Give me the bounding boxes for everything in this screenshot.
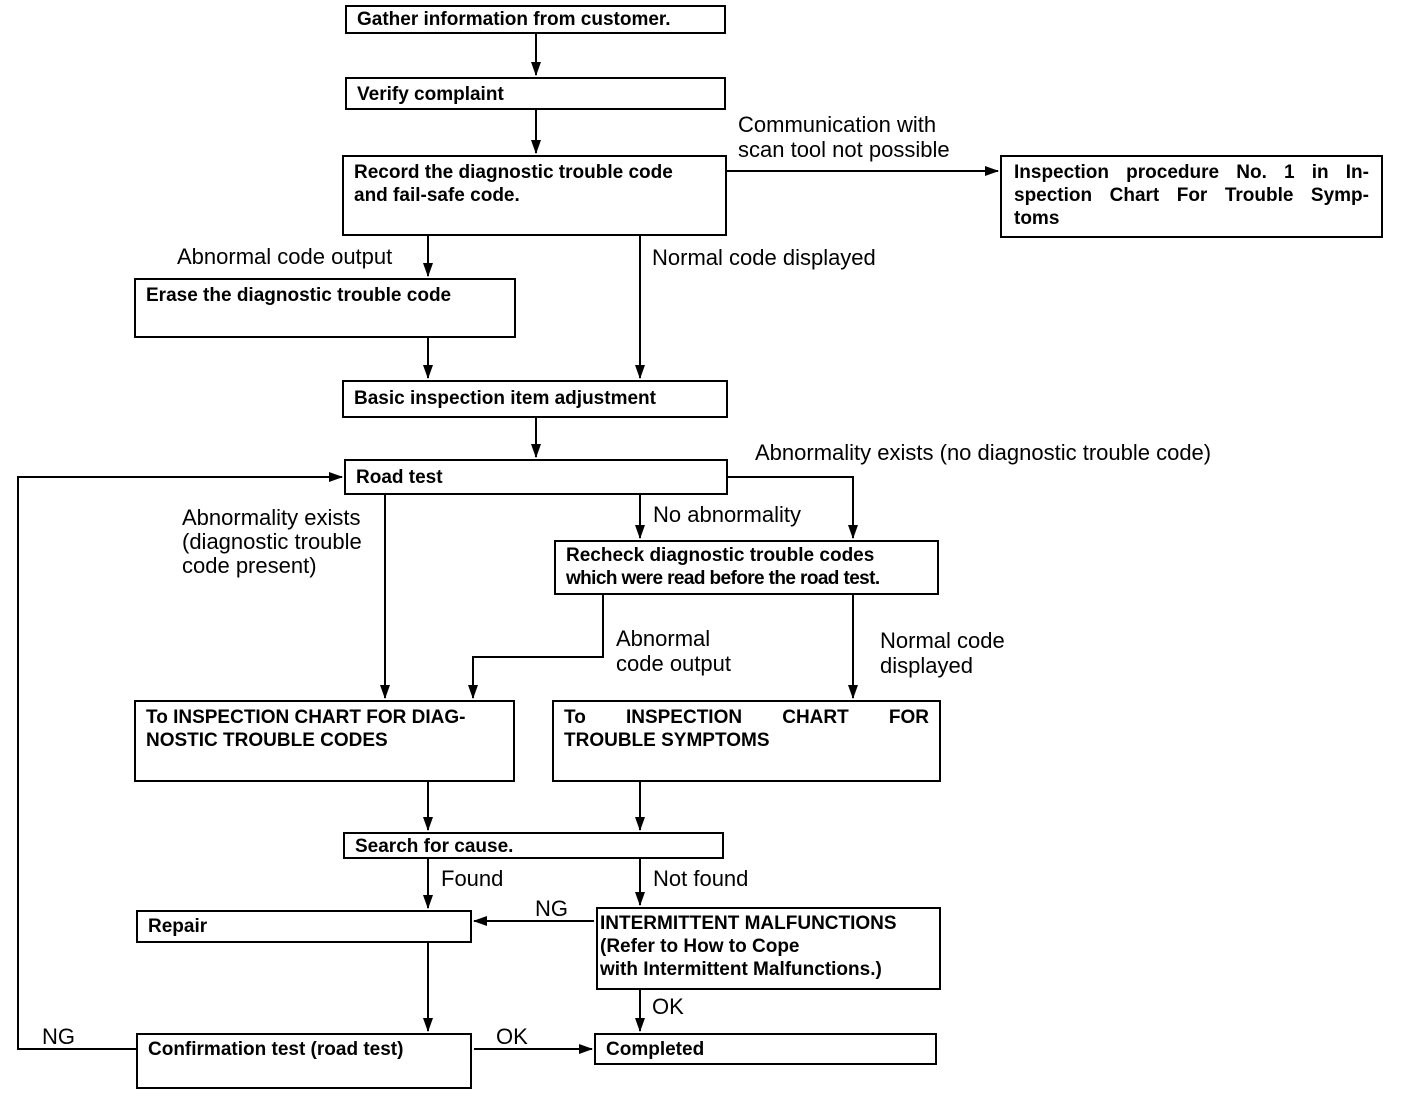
basic-inspection-box: Basic inspection item adjustment xyxy=(342,380,728,418)
recheck-codes-box: Recheck diagnostic trouble codes which w… xyxy=(554,540,939,595)
label-ng-to-repair: NG xyxy=(535,896,568,921)
intermittent-malfunctions-box: INTERMITTENT MALFUNCTIONS (Refer to How … xyxy=(596,907,941,990)
inspection-procedure-no1-box: Inspection procedure No. 1 in In- specti… xyxy=(1000,155,1383,238)
label-not-found: Not found xyxy=(653,866,749,891)
road-test-box: Road test xyxy=(344,459,728,495)
completed-box: Completed xyxy=(594,1033,937,1065)
erase-code-box: Erase the diagnostic trouble code xyxy=(134,278,516,338)
label-ok-to-completed: OK xyxy=(652,994,684,1019)
arrow-recheck-abnormal-to-chart-dtc xyxy=(468,595,604,699)
label-communication-not-possible: Communication with scan tool not possibl… xyxy=(738,112,950,162)
label-no-abnormality: No abnormality xyxy=(653,502,801,527)
verify-complaint-box: Verify complaint xyxy=(345,77,726,110)
confirmation-test-box: Confirmation test (road test) xyxy=(136,1033,472,1089)
repair-box: Repair xyxy=(136,910,472,943)
label-found: Found xyxy=(441,866,504,891)
label-normal-code-displayed-1: Normal code displayed xyxy=(652,245,876,270)
label-ng-to-road-test: NG xyxy=(42,1024,75,1049)
label-abnormality-dtc-present: Abnormality exists (diagnostic trouble c… xyxy=(182,505,362,578)
label-abnormal-code-output-2: Abnormal code output xyxy=(616,626,731,676)
gather-information-box: Gather information from customer. xyxy=(345,5,726,34)
search-for-cause-box: Search for cause. xyxy=(343,832,724,859)
chart-symptoms-box: To INSPECTION CHART FOR TROUBLE SYMPTOMS xyxy=(552,700,941,782)
label-normal-code-displayed-2: Normal code displayed xyxy=(880,628,1005,678)
arrow-road-test-no-dtc-to-recheck xyxy=(728,476,858,539)
label-abnormality-no-dtc: Abnormality exists (no diagnostic troubl… xyxy=(755,440,1212,465)
chart-dtc-box: To INSPECTION CHART FOR DIAG- NOSTIC TRO… xyxy=(134,700,515,782)
label-ok-confirmation: OK xyxy=(496,1024,528,1049)
arrow-confirmation-ng-to-road-test xyxy=(17,472,343,1050)
label-abnormal-code-output-1: Abnormal code output xyxy=(177,244,393,269)
record-code-box: Record the diagnostic trouble code and f… xyxy=(342,155,727,236)
